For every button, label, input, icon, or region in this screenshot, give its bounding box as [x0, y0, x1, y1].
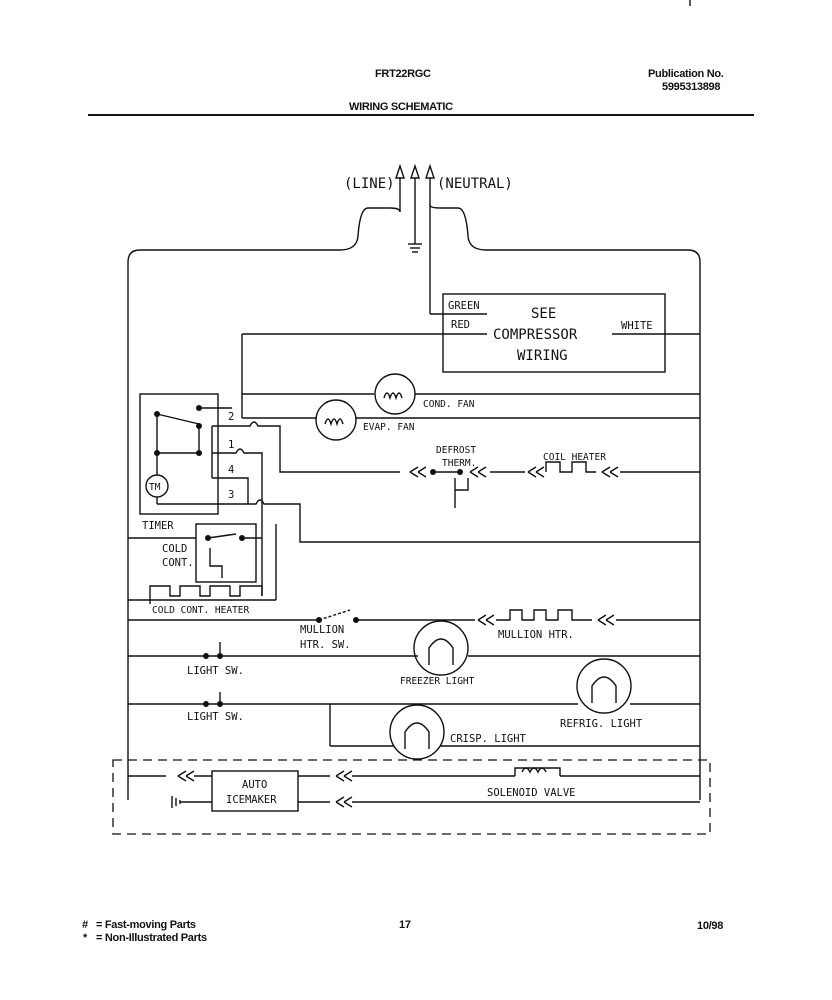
mullion-heater-icon: [477, 609, 615, 626]
light-switch-1-icon: [203, 642, 223, 659]
power-plug-icon: [395, 163, 435, 244]
coil-heater-icon: [527, 461, 619, 478]
line-label: (LINE): [344, 176, 395, 192]
light-sw-label-2: LIGHT SW.: [187, 711, 244, 723]
green-label: GREEN: [448, 300, 480, 312]
crisp-light-icon: [389, 704, 445, 760]
mullion-sw-label-2: HTR. SW.: [300, 639, 351, 651]
ground-icon: [408, 243, 422, 253]
mullion-switch-icon: [316, 609, 359, 623]
revision-date: 10/98: [697, 920, 724, 932]
defrost-therm-icon: [409, 466, 487, 508]
legend-fast-moving: = Fast-moving Parts: [96, 919, 196, 931]
timer-terminal-1: 1: [228, 439, 234, 451]
mullion-htr-label: MULLION HTR.: [498, 629, 574, 641]
auto-icemaker-box: [211, 770, 299, 812]
line-wire: [127, 207, 401, 800]
publication-number: 5995313898: [662, 81, 721, 93]
timer-switch-arm: [156, 413, 200, 425]
cold-control-box: [195, 523, 257, 583]
freezer-light-icon: [413, 620, 469, 676]
icemaker-dashed-box: [112, 759, 711, 835]
timer-terminal-3: 3: [228, 489, 234, 501]
mullion-sw-label-1: MULLION: [300, 624, 344, 636]
neutral-wire: [429, 204, 701, 800]
cond-fan-label: COND. FAN: [423, 399, 475, 410]
compressor-text-2: COMPRESSOR: [493, 327, 578, 343]
coil-heater-label: COIL HEATER: [543, 452, 606, 463]
timer-label: TIMER: [142, 520, 174, 532]
page-number: 17: [399, 919, 411, 931]
compressor-text-1: SEE: [531, 306, 556, 322]
auto-icemaker-label-2: ICEMAKER: [226, 794, 277, 806]
legend-non-illustrated: = Non-Illustrated Parts: [96, 932, 207, 944]
defrost-label-2: THERM.: [442, 458, 476, 469]
crisp-light-label: CRISP. LIGHT: [450, 733, 527, 745]
defrost-label-1: DEFROST: [436, 445, 476, 456]
solenoid-valve-icon: [514, 767, 561, 776]
compressor-box: [442, 293, 666, 373]
refrig-light-label: REFRIG. LIGHT: [560, 718, 643, 730]
icemaker-ground-icon: [171, 796, 212, 808]
publication-label: Publication No.: [648, 68, 724, 80]
neutral-label: (NEUTRAL): [437, 176, 513, 192]
white-label: WHITE: [621, 320, 653, 332]
evap-fan-icon: [315, 399, 357, 441]
cold-cont-heater-label: COLD CONT. HEATER: [152, 605, 250, 616]
schematic-title: WIRING SCHEMATIC: [349, 101, 453, 113]
legend-symbol-1: #: [82, 919, 88, 931]
timer-motor-label: TM: [149, 482, 161, 493]
red-label: RED: [451, 319, 470, 331]
solenoid-valve-label: SOLENOID VALVE: [487, 787, 576, 799]
cold-cont-heater-icon: [149, 585, 263, 597]
evap-fan-label: EVAP. FAN: [363, 422, 415, 433]
compressor-text-3: WIRING: [517, 348, 568, 364]
legend-symbol-2: *: [83, 932, 87, 944]
header-rule: [88, 114, 754, 116]
cold-control-switch: [207, 533, 237, 539]
timer-terminal-2: 2: [228, 411, 234, 423]
light-switch-2-icon: [203, 692, 223, 707]
model-number: FRT22RGC: [375, 68, 431, 80]
timer-box: [139, 393, 219, 515]
auto-icemaker-label-1: AUTO: [242, 779, 267, 791]
cold-cont-label-2: CONT.: [162, 557, 194, 569]
cold-cont-label-1: COLD: [162, 543, 187, 555]
freezer-light-label: FREEZER LIGHT: [400, 676, 475, 687]
light-sw-label-1: LIGHT SW.: [187, 665, 244, 677]
timer-terminal-4: 4: [228, 464, 234, 476]
refrig-light-icon: [576, 658, 632, 714]
